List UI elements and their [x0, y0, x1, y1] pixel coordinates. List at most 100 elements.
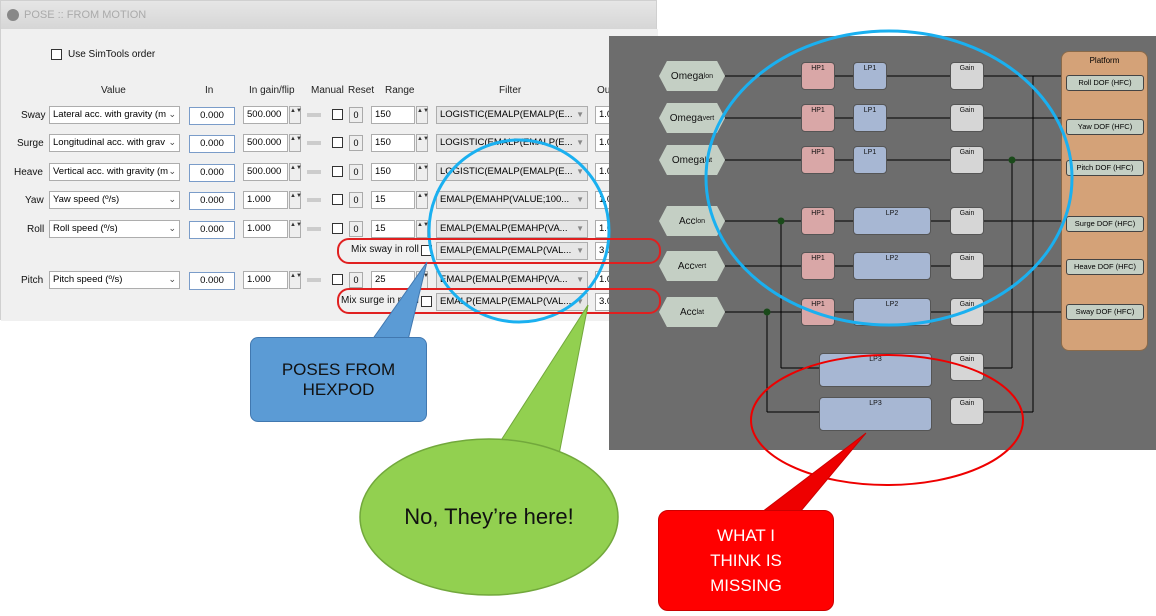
filter-text: LOGISTIC(EMALP(EMALP(E... [440, 109, 573, 120]
in-gain-spinner[interactable]: ▲▼ [289, 271, 302, 289]
header-reset: Reset [348, 85, 375, 96]
in-gain-input[interactable]: 1.000 [243, 191, 288, 209]
value-dropdown[interactable]: Pitch speed (º/s)⌄ [49, 271, 180, 289]
reset-button[interactable]: 0 [349, 221, 363, 237]
input-sub: lon [703, 72, 714, 80]
range-spinner[interactable]: ▲▼ [416, 220, 429, 238]
reset-button[interactable]: 0 [349, 135, 363, 151]
reset-button[interactable]: 0 [349, 192, 363, 208]
range-spinner[interactable]: ▲▼ [416, 106, 429, 124]
manual-slider[interactable] [307, 278, 321, 282]
in-gain-input[interactable]: 1.000 [243, 220, 288, 238]
in-gain-spinner[interactable]: ▲▼ [289, 134, 302, 152]
mix-checkbox[interactable] [421, 296, 432, 307]
input-name: Omega [670, 70, 704, 82]
manual-slider[interactable] [307, 141, 321, 145]
range-spinner[interactable]: ▲▼ [416, 271, 429, 289]
input-sub: vert [702, 114, 715, 122]
hp1-block: HP1 [801, 252, 835, 280]
manual-checkbox[interactable] [332, 137, 343, 148]
value-text: Longitudinal acc. with grav [53, 137, 165, 148]
filter-text: EMALP(EMALP(EMAHP(VA... [440, 223, 568, 234]
lp1-block: LP1 [853, 146, 887, 174]
mix-filter-dropdown[interactable]: EMALP(EMALP(EMALP(VAL...▼ [436, 242, 588, 260]
chevron-down-icon: ⌄ [168, 137, 176, 147]
range-spinner[interactable]: ▲▼ [416, 134, 429, 152]
filter-dropdown[interactable]: EMALP(EMALP(EMAHP(VA...▼ [436, 271, 588, 289]
junction-dot [1008, 156, 1016, 164]
value-dropdown[interactable]: Roll speed (º/s)⌄ [49, 220, 180, 238]
chevron-down-icon: ▼ [576, 138, 584, 147]
filter-dropdown[interactable]: EMALP(EMAHP(VALUE;100...▼ [436, 191, 588, 209]
value-dropdown[interactable]: Lateral acc. with gravity (m⌄ [49, 106, 180, 124]
in-value-field: 0.000 [189, 164, 235, 182]
in-gain-input[interactable]: 500.000 [243, 106, 288, 124]
value-dropdown[interactable]: Yaw speed (º/s) ⌄ [49, 191, 180, 209]
manual-slider[interactable] [307, 113, 321, 117]
in-gain-input[interactable]: 1.000 [243, 271, 288, 289]
in-gain-spinner[interactable]: ▲▼ [289, 191, 302, 209]
lp1-block: LP1 [853, 104, 887, 132]
filter-text: EMALP(EMALP(EMALP(VAL... [440, 296, 572, 307]
range-input[interactable]: 15 [371, 220, 415, 238]
input-name: Omega [671, 154, 705, 166]
manual-slider[interactable] [307, 170, 321, 174]
in-gain-spinner[interactable]: ▲▼ [289, 163, 302, 181]
missing-callout-text: WHAT I THINK IS MISSING [710, 526, 782, 595]
reset-button[interactable]: 0 [349, 164, 363, 180]
mix-filter-dropdown[interactable]: EMALP(EMALP(EMALP(VAL...▼ [436, 293, 588, 311]
filter-dropdown[interactable]: LOGISTIC(EMALP(EMALP(E...▼ [436, 163, 588, 181]
filter-text: EMALP(EMALP(EMALP(VAL... [440, 245, 572, 256]
range-spinner[interactable]: ▲▼ [416, 163, 429, 181]
mix-checkbox[interactable] [421, 245, 432, 256]
manual-checkbox[interactable] [332, 274, 343, 285]
range-spinner[interactable]: ▲▼ [416, 191, 429, 209]
dof-4: Heave DOF (HFC) [1066, 259, 1144, 275]
manual-checkbox[interactable] [332, 223, 343, 234]
chevron-down-icon: ⌄ [168, 274, 176, 284]
manual-slider[interactable] [307, 227, 321, 231]
in-gain-spinner[interactable]: ▲▼ [289, 220, 302, 238]
filter-dropdown[interactable]: LOGISTIC(EMALP(EMALP(E...▼ [436, 106, 588, 124]
header-filter: Filter [499, 85, 522, 96]
app-icon [7, 9, 19, 21]
chevron-down-icon: ▼ [576, 195, 584, 204]
in-gain-spinner[interactable]: ▲▼ [289, 106, 302, 124]
dof-1: Yaw DOF (HFC) [1066, 119, 1144, 135]
range-input[interactable]: 15 [371, 191, 415, 209]
range-input[interactable]: 25 [371, 271, 415, 289]
lp2-block: LP2 [853, 298, 931, 326]
reset-button[interactable]: 0 [349, 107, 363, 123]
range-input[interactable]: 150 [371, 106, 415, 124]
chevron-down-icon: ⌄ [168, 194, 176, 204]
use-simtools-checkbox[interactable] [51, 49, 62, 60]
chevron-down-icon: ⌄ [168, 166, 176, 176]
manual-checkbox[interactable] [332, 109, 343, 120]
manual-checkbox[interactable] [332, 194, 343, 205]
hp1-block: HP1 [801, 207, 835, 235]
input-name: Acc [678, 215, 696, 227]
form-panel: Use SimTools order Value In In gain/flip… [1, 29, 658, 321]
filter-text: EMALP(EMALP(EMAHP(VA... [440, 274, 568, 285]
filter-dropdown[interactable]: LOGISTIC(EMALP(EMALP(E...▼ [436, 134, 588, 152]
reset-button[interactable]: 0 [349, 272, 363, 288]
filter-dropdown[interactable]: EMALP(EMALP(EMAHP(VA...▼ [436, 220, 588, 238]
value-dropdown[interactable]: Vertical acc. with gravity (m⌄ [49, 163, 180, 181]
here-callout: No, They’re here! [360, 495, 618, 539]
use-simtools-label: Use SimTools order [68, 49, 156, 60]
manual-checkbox[interactable] [332, 166, 343, 177]
lp3-block: LP3 [819, 353, 932, 387]
gain-block: Gain [950, 62, 984, 90]
in-gain-input[interactable]: 500.000 [243, 163, 288, 181]
in-gain-input[interactable]: 500.000 [243, 134, 288, 152]
range-input[interactable]: 150 [371, 163, 415, 181]
value-dropdown[interactable]: Longitudinal acc. with grav⌄ [49, 134, 180, 152]
manual-slider[interactable] [307, 198, 321, 202]
value-text: Yaw speed (º/s) [53, 194, 120, 205]
mix-label: Mix surge in pitch [341, 295, 419, 306]
input-sub: lat [696, 308, 705, 316]
hp1-block: HP1 [801, 62, 835, 90]
range-input[interactable]: 150 [371, 134, 415, 152]
header-value: Value [101, 85, 126, 96]
gain-block: Gain [950, 397, 984, 425]
